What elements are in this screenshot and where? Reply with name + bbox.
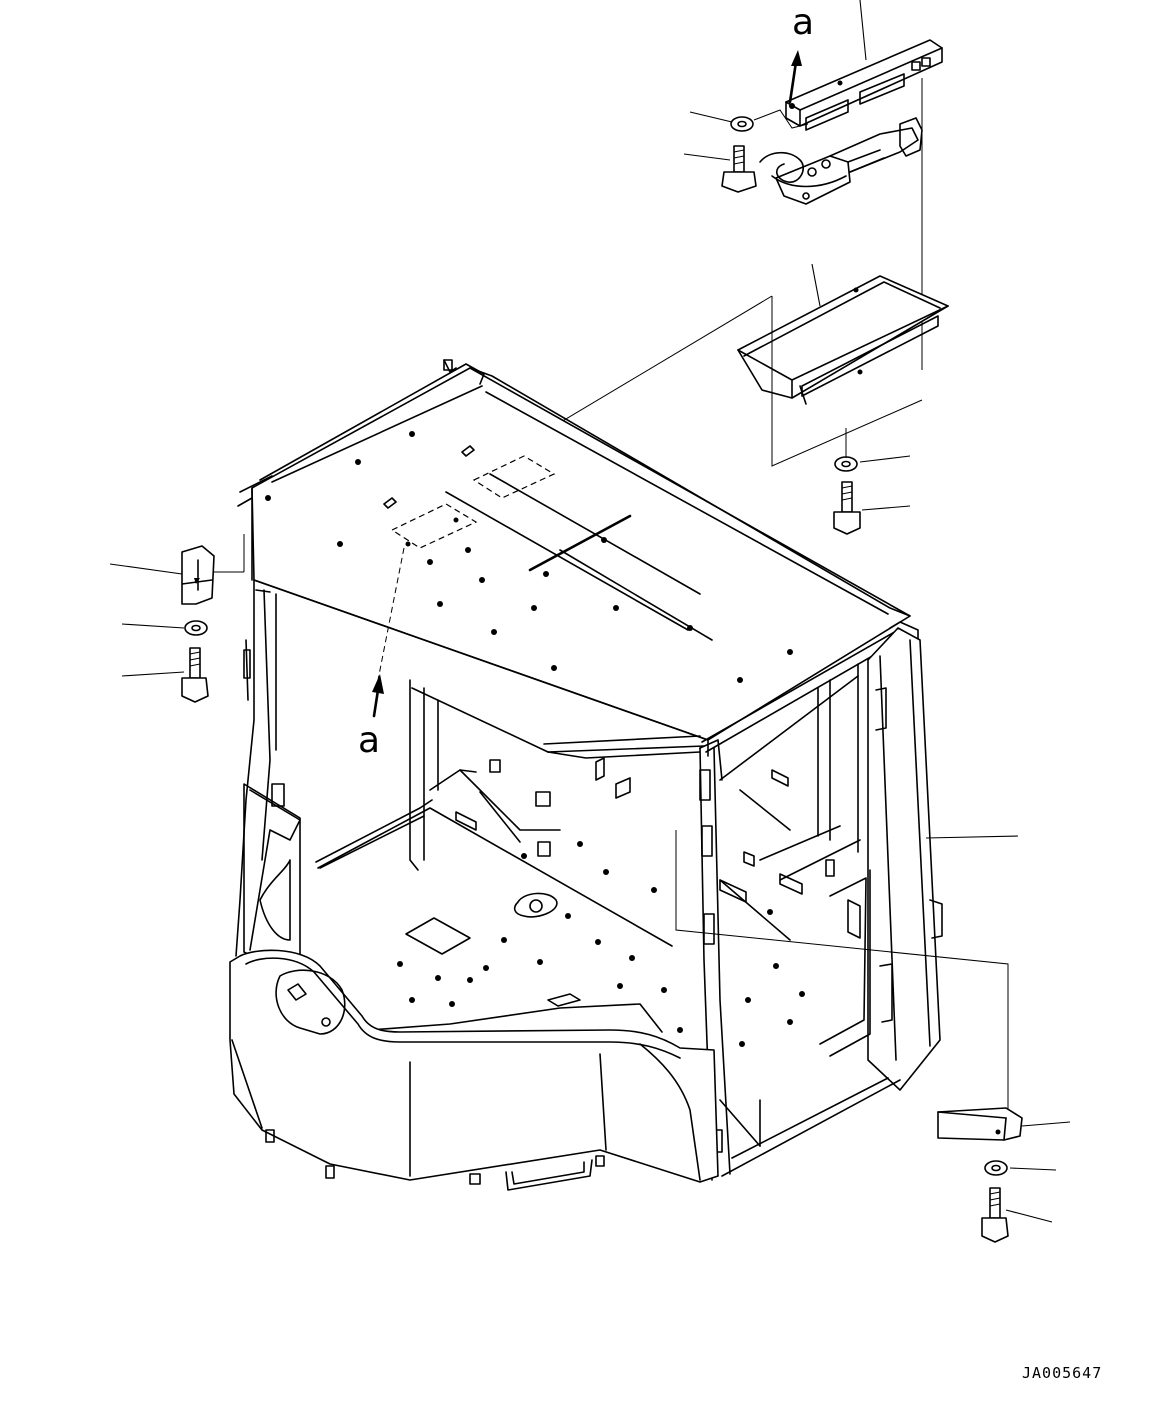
bolt-tray	[833, 481, 861, 535]
washer-top	[730, 116, 754, 132]
leader-washer-tray	[859, 455, 911, 463]
cab-frame	[229, 359, 943, 1191]
console-tray	[737, 275, 949, 405]
console-wiring-module	[759, 117, 923, 205]
top-console-panel	[785, 39, 943, 131]
view-label-cab: a	[358, 720, 380, 761]
leader-washer-top	[689, 111, 733, 123]
leader-left-bracket	[109, 563, 183, 575]
washer-left	[184, 620, 208, 636]
drawing-code: JA005647	[1022, 1364, 1102, 1382]
leader-bolt-top	[683, 153, 731, 161]
leader-bolt-left	[121, 671, 185, 677]
left-cover-bracket	[181, 545, 215, 605]
leader-washer-left	[121, 623, 185, 629]
leader-bolt-tray	[861, 505, 911, 511]
bolt-top	[721, 145, 757, 193]
view-arrow-top: a	[788, 2, 814, 104]
leader-right-bracket	[1021, 1121, 1071, 1127]
bolt-left	[181, 647, 209, 703]
view-label-top: a	[792, 2, 814, 43]
right-cover-bracket	[937, 1107, 1023, 1141]
assembly-line-panel	[753, 109, 809, 129]
view-arrow-cab: a	[358, 547, 405, 761]
leader-washer-right	[1009, 1167, 1057, 1171]
assembly-line-tray	[771, 296, 923, 467]
assembly-line-right-bracket	[675, 830, 1009, 1114]
leader-right-pillar	[925, 835, 1019, 839]
leader-tray	[811, 263, 821, 307]
bolt-right	[981, 1187, 1009, 1243]
washer-tray	[834, 456, 858, 472]
leader-panel	[859, 0, 867, 61]
leader-bolt-right	[1005, 1209, 1053, 1223]
washer-right	[984, 1160, 1008, 1176]
